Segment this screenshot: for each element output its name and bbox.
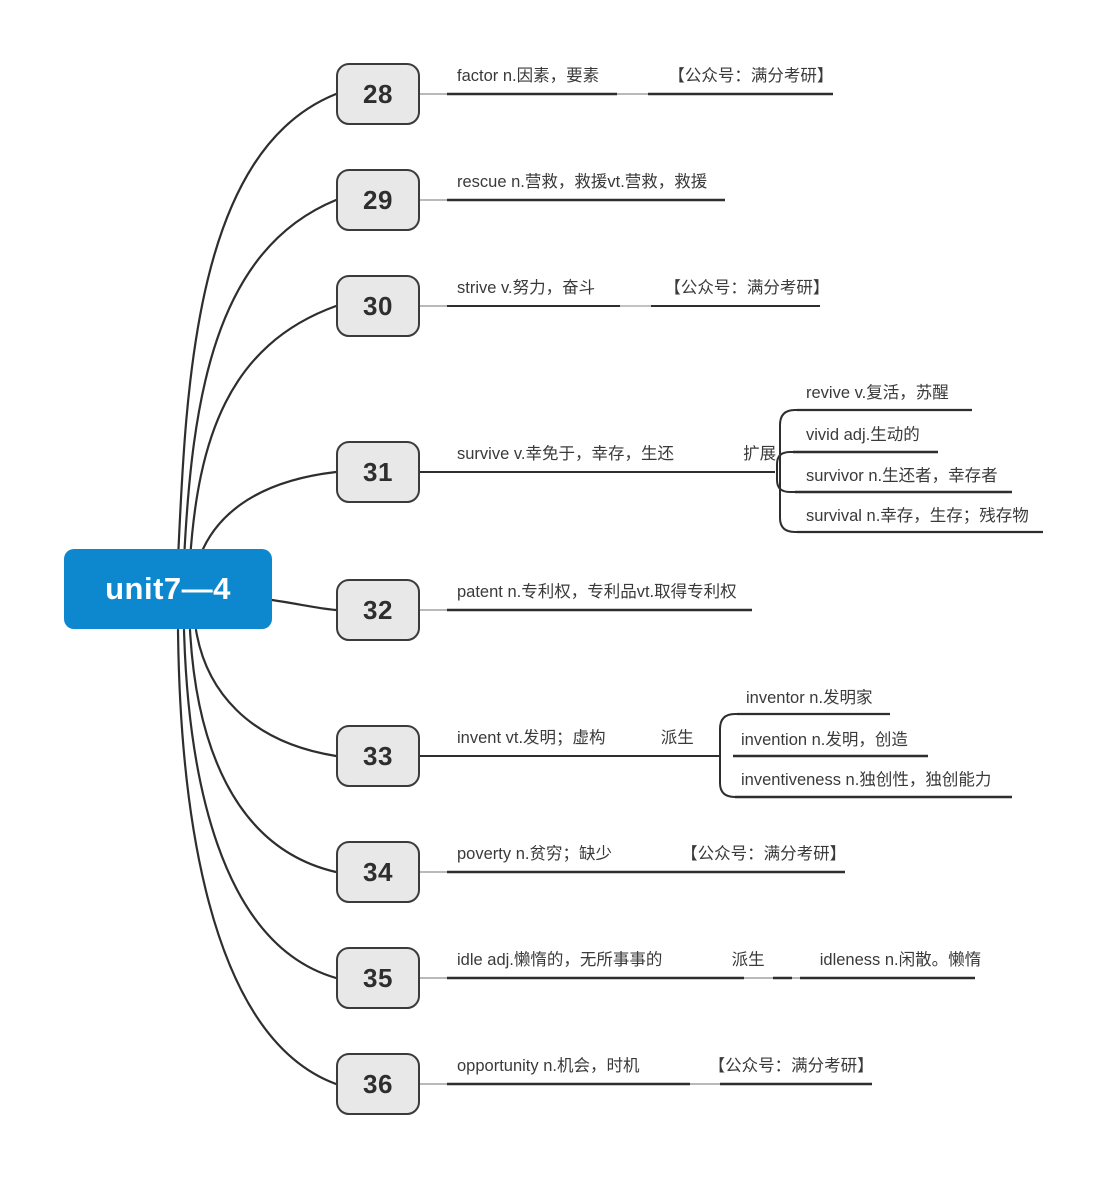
- sub-item-33-3: inventiveness n.独创性，独创能力: [741, 772, 991, 789]
- branch-definition: factor n.因素，要素: [457, 67, 600, 85]
- sub-item-33-1: inventor n.发明家: [746, 690, 873, 707]
- branch-definition: strive v.努力，奋斗: [457, 279, 596, 297]
- branch-note: 【公众号：满分考研】: [668, 67, 834, 85]
- node-number: 31: [363, 456, 393, 487]
- branch-definition: survive v.幸免于，幸存，生还: [457, 445, 674, 463]
- sub-item-label: survival n.幸存，生存；残存物: [806, 507, 1029, 525]
- sub-item-31-1: revive v.复活，苏醒: [806, 385, 949, 402]
- node-number: 28: [363, 78, 393, 109]
- node-box-29[interactable]: 29: [336, 169, 420, 231]
- sub-item-label: idleness n.闲散。懒惰: [819, 951, 982, 969]
- branch-relation: 扩展: [743, 445, 777, 463]
- sub-item-label: invention n.发明，创造: [741, 731, 908, 749]
- sub-item-label: survivor n.生还者，幸存者: [806, 467, 998, 485]
- branch-label-34: poverty n.贫穷；缺少 【公众号：满分考研】: [457, 846, 846, 863]
- sub-item-label: revive v.复活，苏醒: [806, 384, 949, 402]
- branch-relation: 派生: [731, 951, 765, 969]
- branch-relation: 派生: [660, 729, 694, 747]
- branch-note: 【公众号：满分考研】: [664, 279, 830, 297]
- branch-label-33: invent vt.发明；虚构 派生: [457, 730, 694, 747]
- node-number: 33: [363, 740, 393, 771]
- branch-label-30: strive v.努力，奋斗 【公众号：满分考研】: [457, 280, 829, 297]
- node-number: 36: [363, 1068, 393, 1099]
- node-number: 29: [363, 184, 393, 215]
- node-box-30[interactable]: 30: [336, 275, 420, 337]
- node-box-31[interactable]: 31: [336, 441, 420, 503]
- root-node-label: unit7—4: [105, 571, 231, 606]
- node-box-33[interactable]: 33: [336, 725, 420, 787]
- branch-note: 【公众号：满分考研】: [681, 845, 847, 863]
- sub-item-31-4: survival n.幸存，生存；残存物: [806, 508, 1029, 525]
- branch-definition: idle adj.懒惰的，无所事事的: [457, 951, 663, 969]
- sub-item-label: vivid adj.生动的: [806, 426, 920, 444]
- branch-definition: poverty n.贫穷；缺少: [457, 845, 612, 863]
- sub-item-31-3: survivor n.生还者，幸存者: [806, 468, 998, 485]
- node-box-32[interactable]: 32: [336, 579, 420, 641]
- branch-label-28: factor n.因素，要素 【公众号：满分考研】: [457, 68, 833, 85]
- root-node[interactable]: unit7—4: [64, 549, 272, 629]
- branch-note: 【公众号：满分考研】: [708, 1057, 874, 1075]
- sub-item-33-2: invention n.发明，创造: [741, 732, 908, 749]
- sub-item-label: inventiveness n.独创性，独创能力: [741, 771, 992, 789]
- branch-definition: rescue n.营救，救援vt.营救，救援: [457, 173, 708, 191]
- sub-item-label: inventor n.发明家: [746, 689, 873, 707]
- branch-definition: patent n.专利权，专利品vt.取得专利权: [457, 583, 737, 601]
- node-box-36[interactable]: 36: [336, 1053, 420, 1115]
- node-number: 34: [363, 856, 393, 887]
- branch-definition: opportunity n.机会，时机: [457, 1057, 640, 1075]
- node-box-34[interactable]: 34: [336, 841, 420, 903]
- node-box-35[interactable]: 35: [336, 947, 420, 1009]
- node-box-28[interactable]: 28: [336, 63, 420, 125]
- sub-item-31-2: vivid adj.生动的: [806, 427, 920, 444]
- branch-label-35: idle adj.懒惰的，无所事事的 派生 idleness n.闲散。懒惰: [457, 952, 981, 969]
- branch-label-29: rescue n.营救，救援vt.营救，救援: [457, 174, 707, 191]
- node-number: 35: [363, 962, 393, 993]
- branch-label-36: opportunity n.机会，时机 【公众号：满分考研】: [457, 1058, 874, 1075]
- branch-label-32: patent n.专利权，专利品vt.取得专利权: [457, 584, 737, 601]
- branch-label-31: survive v.幸免于，幸存，生还 扩展: [457, 446, 776, 463]
- node-number: 32: [363, 594, 393, 625]
- branch-definition: invent vt.发明；虚构: [457, 729, 606, 747]
- node-number: 30: [363, 290, 393, 321]
